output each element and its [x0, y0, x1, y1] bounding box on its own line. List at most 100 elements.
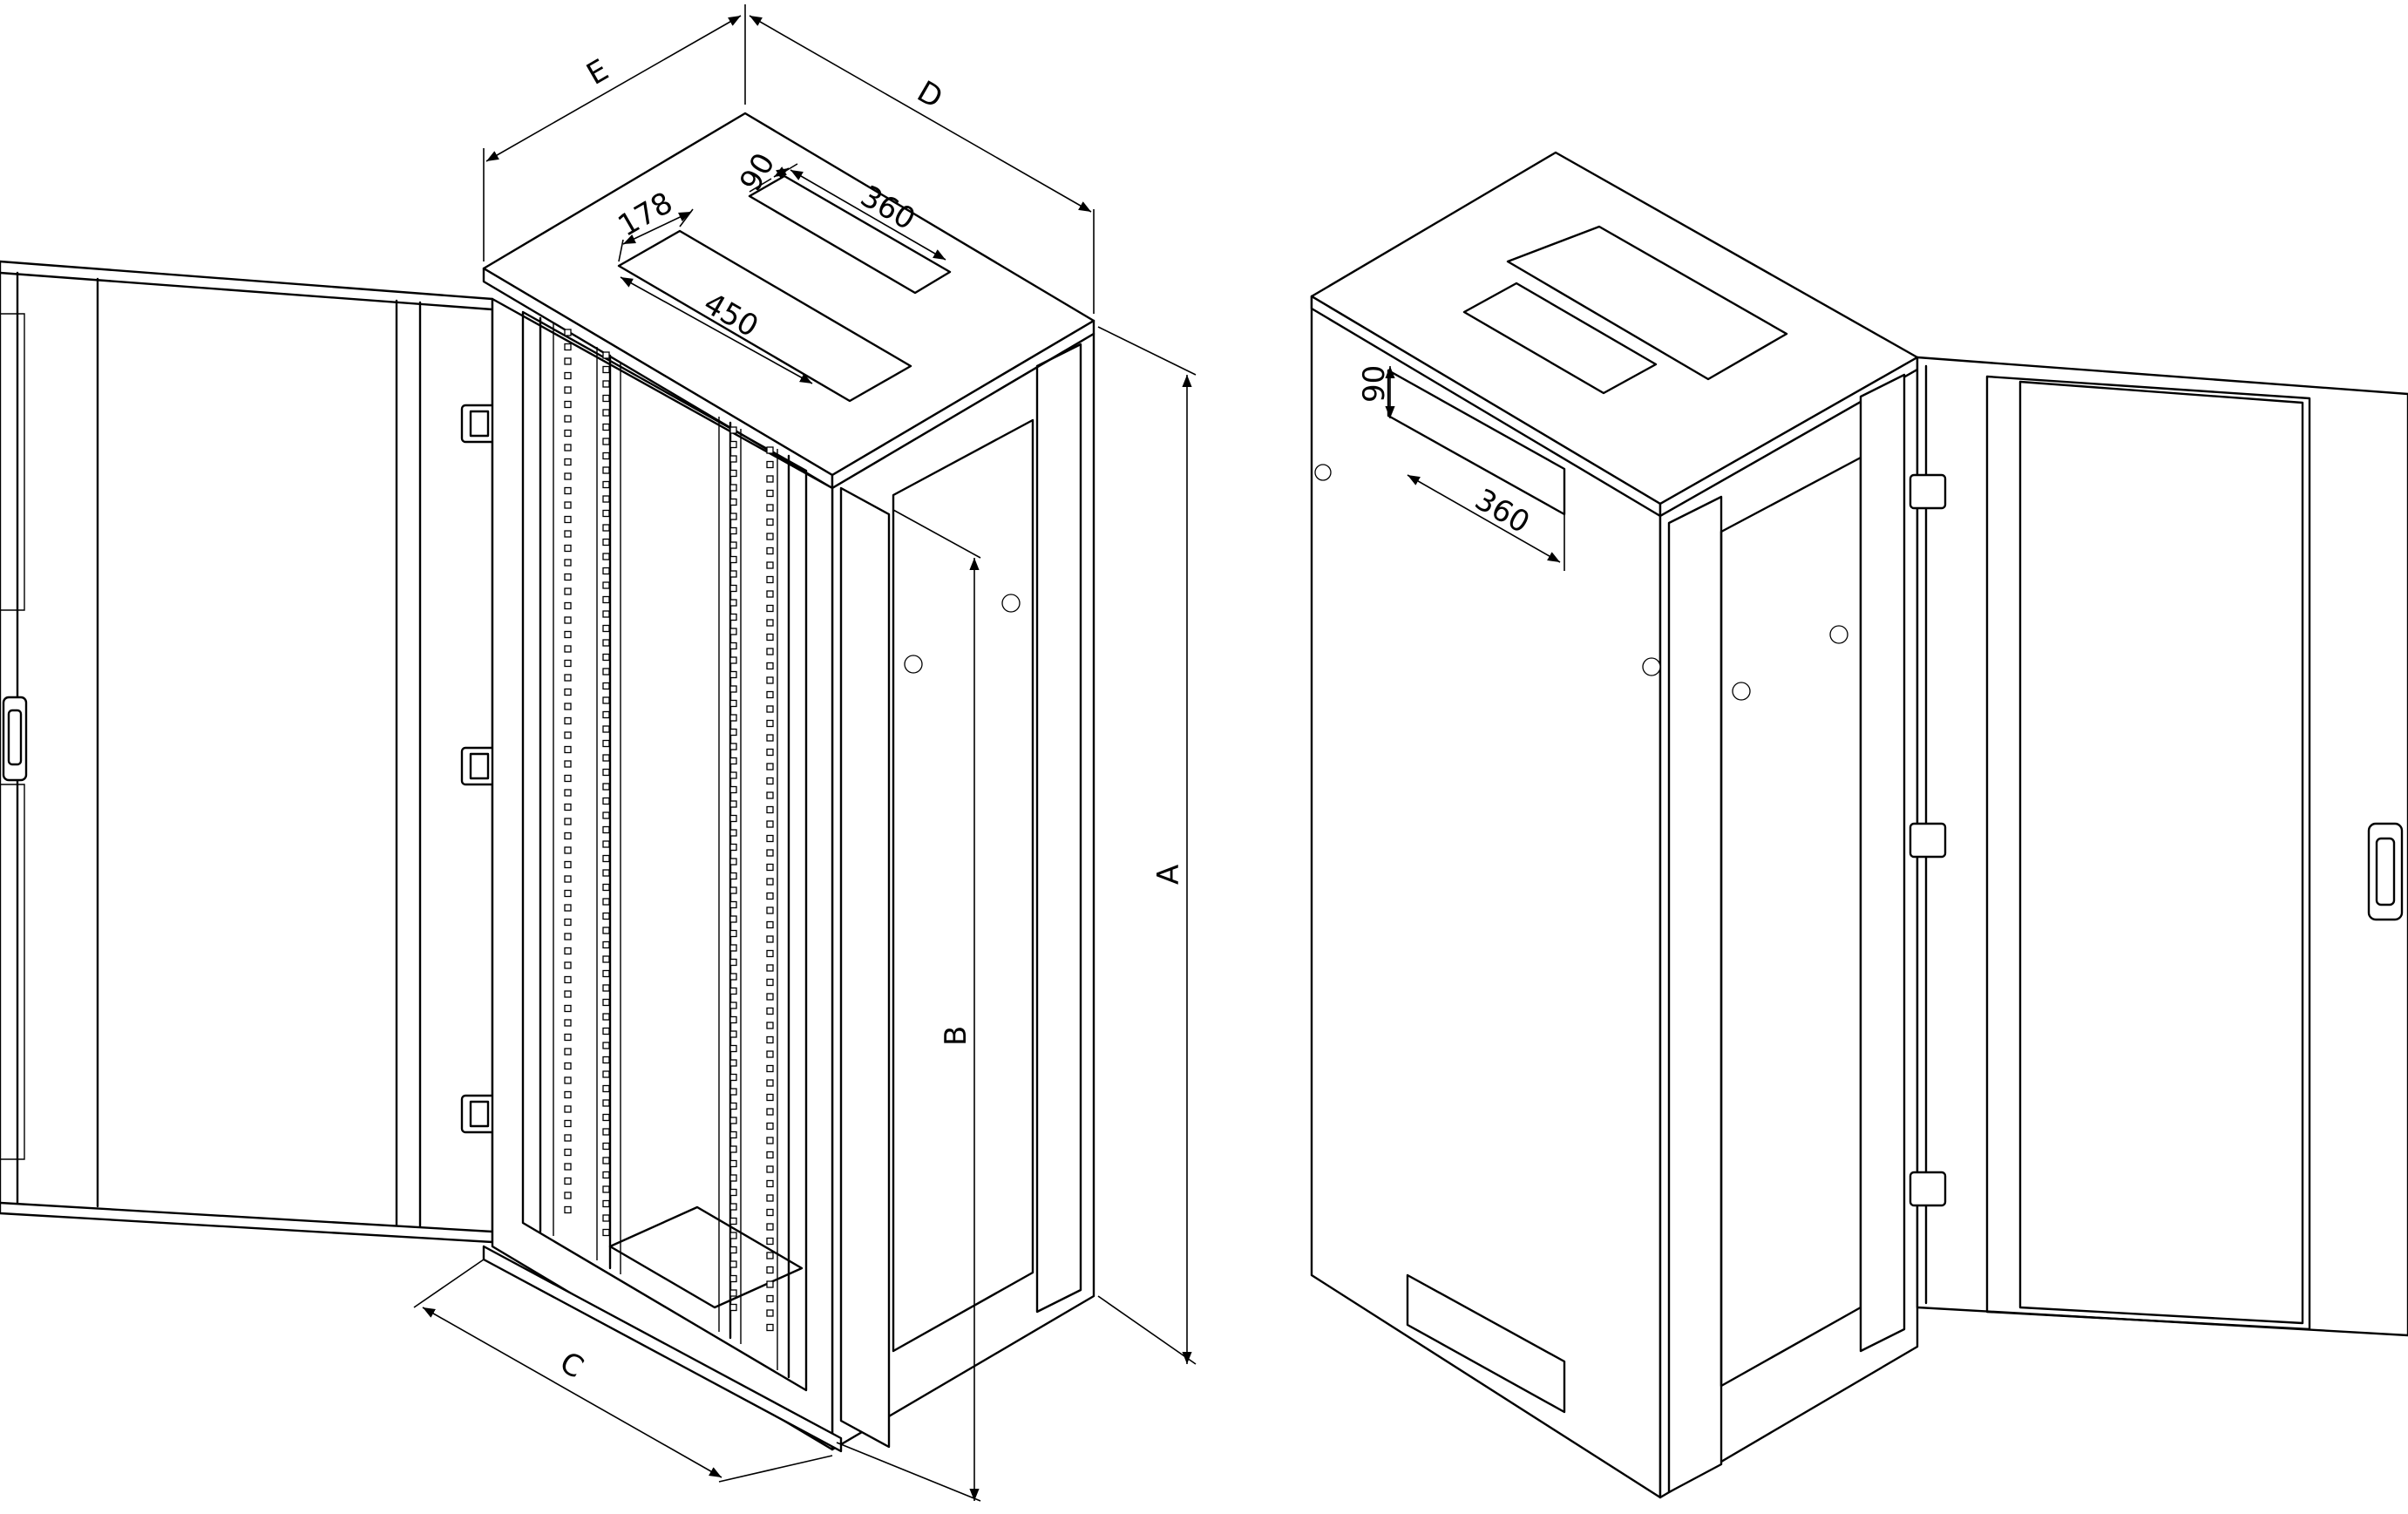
rack-hole [602, 1142, 610, 1151]
rear-door-lock-handle [2367, 822, 2404, 921]
rack-hole [602, 466, 610, 474]
rack-hole [602, 869, 610, 877]
rack-hole [729, 469, 737, 478]
rack-hole [729, 973, 737, 981]
rack-hole [602, 1157, 610, 1164]
rack-hole [602, 653, 610, 662]
rack-hole [729, 1203, 737, 1211]
rack-hole [766, 1309, 774, 1317]
rack-hole [729, 1030, 737, 1038]
rack-hole [729, 1073, 737, 1082]
rack-hole [602, 380, 610, 388]
rack-hole [602, 639, 610, 647]
rack-hole [729, 1130, 737, 1139]
rack-hole [564, 846, 572, 854]
rack-hole [729, 886, 737, 894]
rack-hole [766, 1122, 774, 1130]
rack-hole [729, 599, 737, 607]
rack-hole [766, 978, 774, 987]
rack-hole [729, 714, 737, 722]
rack-hole [602, 1128, 610, 1136]
rack-hole [564, 616, 572, 624]
rack-hole [766, 504, 774, 512]
rear-door-open [1909, 356, 2408, 1337]
rack-hole [602, 538, 610, 547]
rack-hole [602, 495, 610, 503]
rack-hole [729, 829, 737, 837]
rack-hole [564, 745, 572, 754]
rack-hole [766, 820, 774, 828]
rack-hole [602, 1084, 610, 1093]
rack-hole [564, 1062, 572, 1070]
rack-hole [766, 590, 774, 598]
rack-hole [602, 524, 610, 532]
rack-hole [766, 1208, 774, 1217]
rack-hole [602, 783, 610, 791]
rack-hole [602, 1185, 610, 1193]
rack-hole [564, 458, 572, 466]
rack-hole [564, 1076, 572, 1084]
rack-hole [729, 570, 737, 578]
rack-hole [766, 1252, 774, 1259]
rack-hole [766, 805, 774, 814]
rack-hole [564, 630, 572, 639]
rack-hole [602, 438, 610, 445]
rack-hole [766, 1007, 774, 1015]
rack-hole [564, 645, 572, 653]
side-panel-right [831, 332, 1095, 1451]
rack-hole [564, 760, 572, 768]
side-cutout-bottom [1406, 1273, 1566, 1414]
rack-hole [729, 929, 737, 938]
rack-hole [729, 1159, 737, 1168]
rack-hole [564, 587, 572, 595]
rack-hole [729, 541, 737, 549]
dim-label-b: B [939, 1026, 973, 1046]
rack-hole [766, 446, 774, 454]
rack-hole [564, 501, 572, 509]
rack-hole [766, 460, 774, 469]
rear-door-hinge-top [1909, 473, 1947, 510]
screw-icon [1642, 657, 1661, 676]
rack-hole [729, 670, 737, 679]
rack-hole [564, 573, 572, 581]
rack-hole [564, 444, 572, 451]
rack-hole [766, 1294, 774, 1303]
rack-hole [602, 365, 610, 374]
rack-hole [564, 559, 572, 567]
rack-hole [602, 927, 610, 934]
rack-hole [729, 757, 737, 765]
rack-hole [564, 1163, 572, 1171]
rack-hole [564, 601, 572, 610]
rack-hole [602, 509, 610, 518]
rack-hole [564, 329, 572, 336]
rack-hole [729, 1117, 737, 1124]
rack-hole [602, 984, 610, 992]
rack-hole [729, 1289, 737, 1297]
rack-hole [564, 400, 572, 409]
rack-hole [564, 818, 572, 825]
rack-hole [602, 940, 610, 949]
rack-hole [564, 371, 572, 380]
rack-hole [602, 668, 610, 676]
rack-hole [602, 409, 610, 417]
rack-hole [602, 682, 610, 690]
rack-hole [564, 1004, 572, 1013]
rack-hole [602, 1113, 610, 1122]
rack-hole [729, 1274, 737, 1283]
door-lock-handle [2, 696, 28, 782]
rack-hole [766, 1266, 774, 1274]
rack-hole [602, 423, 610, 431]
rack-hole [602, 1171, 610, 1179]
rack-hole [602, 451, 610, 460]
rack-hole [564, 1090, 572, 1099]
rack-hole [564, 731, 572, 739]
rack-hole [602, 854, 610, 863]
rack-hole [729, 1217, 737, 1225]
screw-icon [904, 655, 923, 674]
rack-hole [602, 754, 610, 762]
rack-hole [602, 912, 610, 920]
rack-hole [602, 883, 610, 892]
rack-hole [729, 1260, 737, 1268]
rack-hole [766, 863, 774, 872]
rack-hole [729, 1088, 737, 1096]
